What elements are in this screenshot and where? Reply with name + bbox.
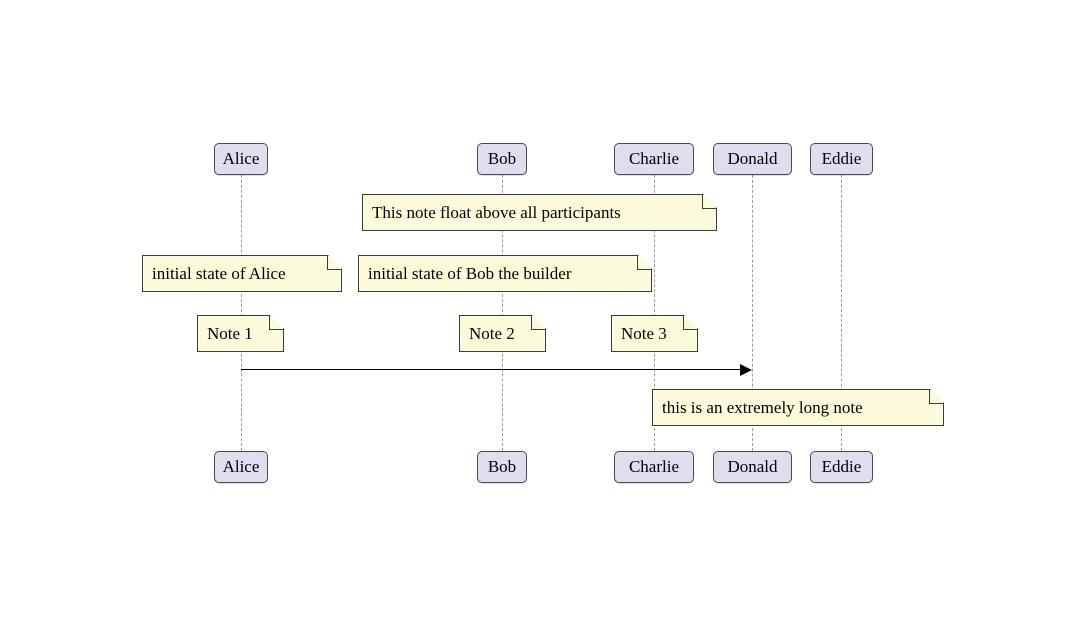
participant-bob-top[interactable]: Bob	[477, 143, 527, 175]
participant-label-alice-top: Alice	[222, 149, 260, 168]
participant-label-alice-bottom: Alice	[222, 457, 260, 476]
participant-charlie-top[interactable]: Charlie	[614, 143, 694, 175]
participant-label-bob-bottom: Bob	[487, 457, 517, 476]
participant-label-donald-bottom: Donald	[727, 457, 778, 476]
note-3[interactable]: Note 3	[611, 315, 698, 352]
participant-alice-bottom[interactable]: Alice	[214, 451, 268, 483]
note-initial-bob-text: initial state of Bob the builder	[368, 264, 572, 283]
participant-label-eddie-bottom: Eddie	[821, 457, 862, 476]
message-alice-donald-line[interactable]	[241, 369, 741, 370]
participant-bob-bottom[interactable]: Bob	[477, 451, 527, 483]
note-long[interactable]: this is an extremely long note	[652, 389, 944, 426]
note-long-text: this is an extremely long note	[662, 398, 863, 417]
participant-eddie-bottom[interactable]: Eddie	[810, 451, 873, 483]
note-long-fold-corner	[929, 390, 943, 404]
message-alice-donald-arrowhead	[740, 364, 752, 376]
note-initial-alice-fold-corner	[327, 256, 341, 270]
note-3-text: Note 3	[621, 324, 667, 343]
note-over-all-text: This note float above all participants	[372, 203, 621, 222]
note-over-all[interactable]: This note float above all participants	[362, 194, 717, 231]
participant-donald-bottom[interactable]: Donald	[713, 451, 792, 483]
note-1[interactable]: Note 1	[197, 315, 284, 352]
participant-label-eddie-top: Eddie	[821, 149, 862, 168]
note-initial-bob-fold-corner	[637, 256, 651, 270]
note-3-fold-corner	[683, 316, 697, 330]
note-1-text: Note 1	[207, 324, 253, 343]
participant-alice-top[interactable]: Alice	[214, 143, 268, 175]
participant-label-charlie-top: Charlie	[628, 149, 680, 168]
lifeline-charlie	[654, 175, 655, 451]
note-initial-alice-text: initial state of Alice	[152, 264, 286, 283]
participant-eddie-top[interactable]: Eddie	[810, 143, 873, 175]
participant-label-charlie-bottom: Charlie	[628, 457, 680, 476]
lifeline-donald	[752, 175, 753, 451]
note-2[interactable]: Note 2	[459, 315, 546, 352]
note-2-text: Note 2	[469, 324, 515, 343]
lifeline-bob	[502, 175, 503, 451]
lifeline-eddie	[841, 175, 842, 451]
note-initial-bob[interactable]: initial state of Bob the builder	[358, 255, 652, 292]
participant-label-bob-top: Bob	[487, 149, 517, 168]
participant-label-donald-top: Donald	[727, 149, 778, 168]
participant-donald-top[interactable]: Donald	[713, 143, 792, 175]
note-1-fold-corner	[269, 316, 283, 330]
participant-charlie-bottom[interactable]: Charlie	[614, 451, 694, 483]
note-over-all-fold-corner	[702, 195, 716, 209]
note-initial-alice[interactable]: initial state of Alice	[142, 255, 342, 292]
note-2-fold-corner	[531, 316, 545, 330]
lifeline-alice	[241, 175, 242, 451]
